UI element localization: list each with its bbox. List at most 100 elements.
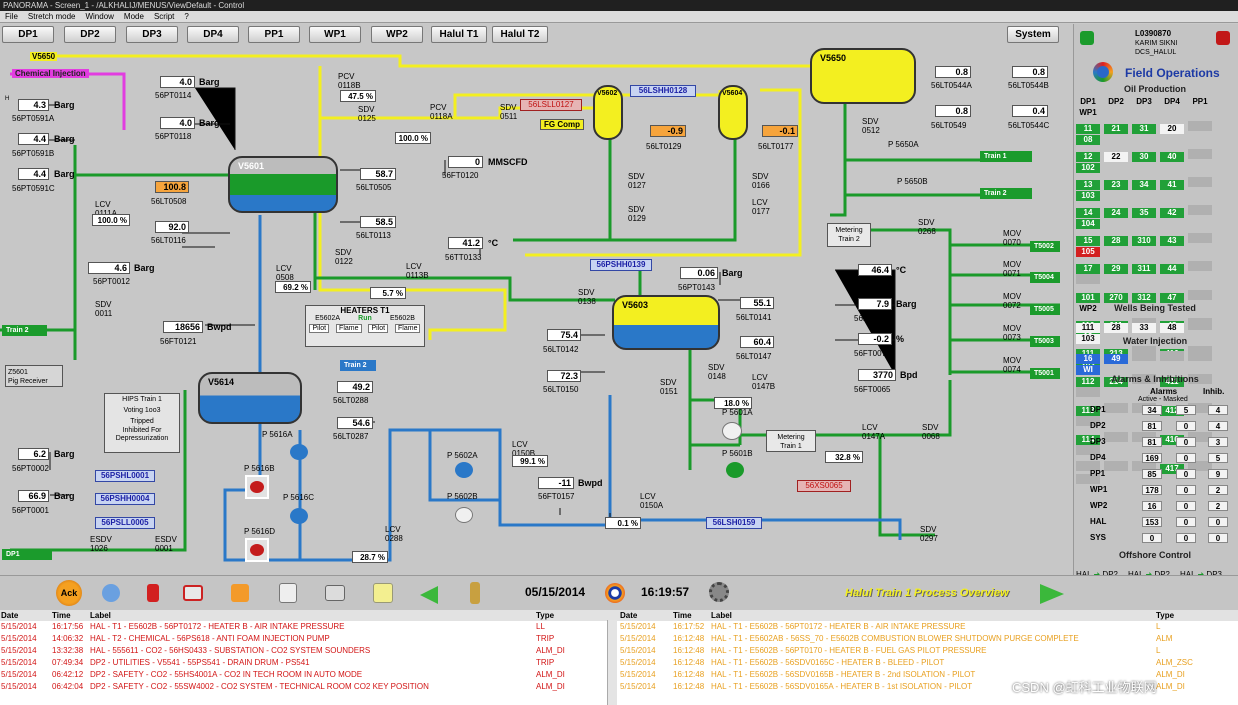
grid-cell[interactable]: 103 bbox=[1076, 191, 1100, 201]
menu-help[interactable]: ? bbox=[184, 12, 189, 21]
grid-cell[interactable]: 270 bbox=[1104, 293, 1128, 303]
grid-cell[interactable]: 20 bbox=[1160, 124, 1184, 134]
pig-receiver[interactable]: Z5601 Pig Receiver bbox=[5, 365, 63, 387]
pump-p5602b[interactable] bbox=[455, 507, 473, 523]
grid-cell[interactable]: 3 bbox=[1208, 437, 1228, 447]
grid-cell[interactable]: 15 bbox=[1076, 236, 1100, 246]
grid-cell[interactable]: 0 bbox=[1176, 469, 1196, 479]
nav-wp1[interactable]: WP1 bbox=[309, 26, 361, 43]
logout-icon[interactable] bbox=[1216, 31, 1230, 45]
alarm-list-scrollbar[interactable] bbox=[607, 620, 617, 705]
nav-dp2[interactable]: DP2 bbox=[64, 26, 116, 43]
metering-train2[interactable]: Metering Train 2 bbox=[827, 223, 871, 247]
vessel-v5650[interactable]: V5650 bbox=[810, 48, 916, 104]
grid-cell[interactable]: 0 bbox=[1176, 485, 1196, 495]
grid-cell[interactable]: 0 bbox=[1176, 437, 1196, 447]
nav-wp2[interactable]: WP2 bbox=[371, 26, 423, 43]
grid-cell[interactable]: 34 bbox=[1142, 405, 1162, 415]
notes-icon[interactable] bbox=[373, 583, 393, 603]
grid-cell[interactable]: 24 bbox=[1104, 208, 1128, 218]
grid-cell[interactable]: 31 bbox=[1132, 124, 1156, 134]
pshl0001-tag[interactable]: 56PSHL0001 bbox=[95, 470, 155, 482]
grid-cell[interactable]: 169 bbox=[1142, 453, 1162, 463]
grid-cell[interactable]: 0 bbox=[1176, 533, 1196, 543]
pump-p5601b[interactable] bbox=[726, 462, 744, 478]
pump-p5601a[interactable] bbox=[722, 422, 742, 440]
grid-cell[interactable]: 35 bbox=[1132, 208, 1156, 218]
print-icon[interactable] bbox=[325, 585, 345, 601]
ack-button[interactable]: Ack bbox=[56, 580, 82, 606]
nav-dp3[interactable]: DP3 bbox=[126, 26, 178, 43]
pump-p5616c[interactable] bbox=[290, 508, 308, 524]
grid-cell[interactable]: 81 bbox=[1142, 421, 1162, 431]
grid-cell[interactable]: 412 bbox=[1160, 406, 1184, 416]
lsh0159-tag[interactable]: 56LSH0159 bbox=[706, 517, 762, 529]
nav-dp1[interactable]: DP1 bbox=[2, 26, 54, 43]
next-arrow-icon[interactable] bbox=[1040, 584, 1064, 604]
menu-mode[interactable]: Mode bbox=[123, 12, 144, 21]
field-ops-icon[interactable] bbox=[1080, 31, 1094, 45]
settings-gear-icon[interactable] bbox=[709, 582, 729, 602]
grid-cell[interactable]: 40 bbox=[1160, 152, 1184, 162]
grid-cell[interactable]: 17 bbox=[1076, 264, 1100, 274]
grid-cell[interactable]: 13 bbox=[1076, 180, 1100, 190]
grid-cell[interactable]: 417 bbox=[1160, 464, 1184, 474]
grid-cell[interactable]: 0 bbox=[1176, 517, 1196, 527]
lsll0127-tag[interactable]: 56LSLL0127 bbox=[520, 99, 582, 111]
menu-window[interactable]: Window bbox=[85, 12, 114, 21]
vessel-v5601[interactable]: V5601 bbox=[228, 156, 338, 213]
pshh0004-tag[interactable]: 56PSHH0004 bbox=[95, 493, 155, 505]
lshh0128-tag[interactable]: 56LSHH0128 bbox=[630, 85, 696, 97]
grid-cell[interactable]: 411 bbox=[1160, 377, 1184, 387]
grid-cell[interactable]: 113 bbox=[1076, 406, 1100, 416]
grid-cell[interactable]: 0 bbox=[1142, 533, 1162, 543]
grid-cell[interactable]: 21 bbox=[1104, 124, 1128, 134]
grid-cell[interactable]: 312 bbox=[1132, 293, 1156, 303]
report-icon[interactable] bbox=[279, 583, 297, 603]
grid-cell[interactable]: 111 bbox=[1076, 323, 1100, 333]
grid-cell[interactable]: 23 bbox=[1104, 180, 1128, 190]
grid-cell[interactable]: 47 bbox=[1160, 293, 1184, 303]
vessel-v5614[interactable]: V5614 bbox=[198, 372, 302, 424]
offshore-control-item[interactable]: HAL ➜ DP2 bbox=[1128, 570, 1180, 579]
pump-p5616a[interactable] bbox=[290, 444, 308, 460]
grid-cell[interactable]: WI bbox=[1076, 365, 1100, 375]
grid-cell[interactable]: 2 bbox=[1208, 501, 1228, 511]
grid-cell[interactable]: 0 bbox=[1176, 421, 1196, 431]
grid-cell[interactable]: 16 bbox=[1076, 354, 1100, 364]
grid-cell[interactable]: 28 bbox=[1104, 236, 1128, 246]
grid-cell[interactable]: 0 bbox=[1208, 533, 1228, 543]
grid-cell[interactable]: 101 bbox=[1076, 293, 1100, 303]
grid-cell[interactable]: 104 bbox=[1076, 219, 1100, 229]
grid-cell[interactable]: 102 bbox=[1076, 163, 1100, 173]
grid-cell[interactable]: 11 bbox=[1076, 124, 1100, 134]
grid-cell[interactable]: 0 bbox=[1176, 501, 1196, 511]
grid-cell[interactable]: 16 bbox=[1142, 501, 1162, 511]
system-button[interactable]: System bbox=[1007, 26, 1059, 43]
pump-p5616d[interactable] bbox=[245, 538, 269, 562]
grid-cell[interactable]: 12 bbox=[1076, 152, 1100, 162]
trend-icon[interactable] bbox=[231, 584, 249, 602]
grid-cell[interactable]: 5 bbox=[1176, 405, 1196, 415]
vessel-v5603[interactable]: V5603 bbox=[612, 295, 720, 350]
offshore-control-item[interactable]: HAL ➜ DP3 bbox=[1180, 570, 1232, 579]
pshh0139-tag[interactable]: 56PSHH0139 bbox=[590, 259, 652, 271]
psll0005-tag[interactable]: 56PSLL0005 bbox=[95, 517, 155, 529]
grid-cell[interactable]: 311 bbox=[1132, 264, 1156, 274]
broom-icon[interactable] bbox=[470, 582, 480, 604]
grid-cell[interactable]: 81 bbox=[1142, 437, 1162, 447]
grid-cell[interactable]: 112 bbox=[1076, 377, 1100, 387]
menu-script[interactable]: Script bbox=[153, 12, 175, 21]
first-aid-icon[interactable] bbox=[183, 585, 203, 601]
pump-p5616b[interactable] bbox=[245, 475, 269, 499]
grid-cell[interactable]: 178 bbox=[1142, 485, 1162, 495]
